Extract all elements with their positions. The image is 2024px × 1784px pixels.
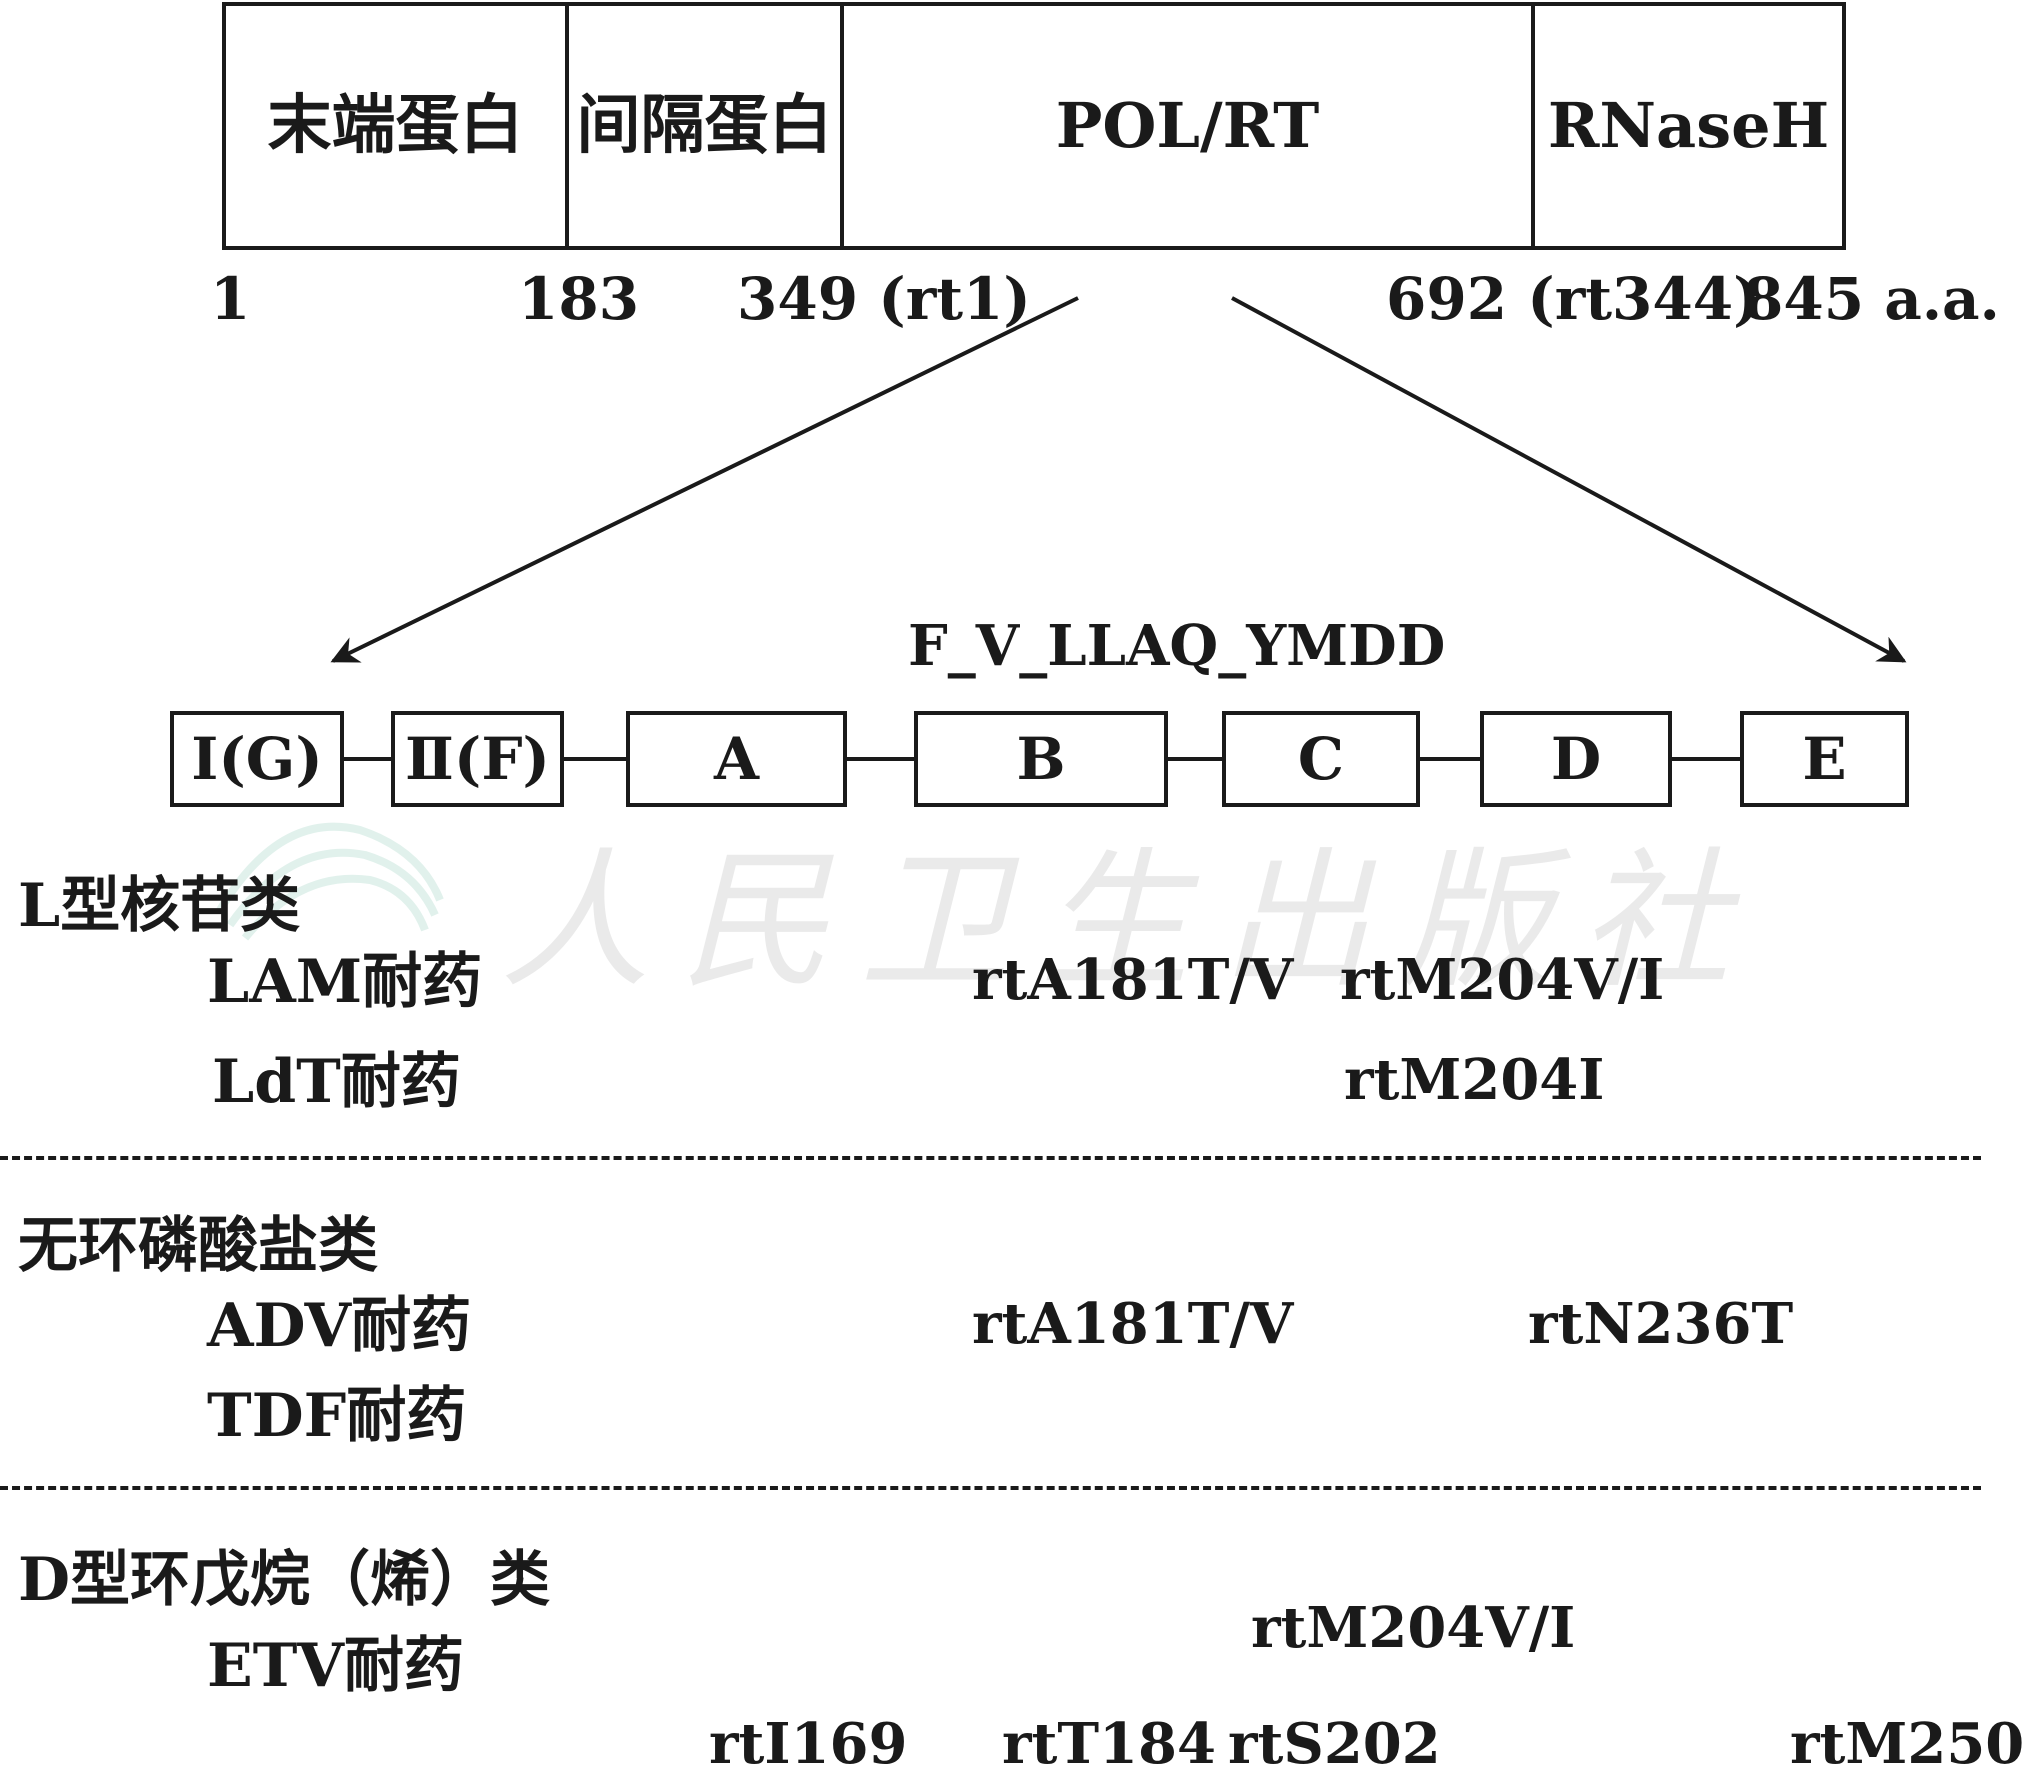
mutation-label: rtI169	[709, 1711, 908, 1777]
motif-connector	[1164, 757, 1226, 761]
motif-header: F_V_LLAQ_YMDD	[908, 613, 1446, 679]
motif-box-c: C	[1222, 711, 1420, 807]
motif-box-b: B	[914, 711, 1168, 807]
watermark-logo-icon	[216, 822, 444, 941]
motif-box-e: E	[1740, 711, 1909, 807]
section-divider	[0, 1486, 1981, 1490]
domain-rnaseh: RNaseH	[1531, 2, 1846, 250]
domain-spacer: 间隔蛋白	[565, 2, 844, 250]
mutation-label: rtA181T/V	[972, 947, 1294, 1013]
drug-label-lam: LAM耐药	[207, 947, 483, 1017]
motif-label: E	[1802, 725, 1847, 793]
position-label: 349 (rt1)	[737, 265, 1031, 333]
motif-connector	[1668, 757, 1744, 761]
mutation-label: rtA181T/V	[972, 1291, 1294, 1357]
position-label: 692 (rt344)	[1386, 265, 1761, 333]
section-divider	[0, 1156, 1981, 1160]
drug-label-adv: ADV耐药	[207, 1291, 472, 1361]
motif-box-ii: Ⅱ(F)	[391, 711, 564, 807]
motif-connector	[340, 757, 395, 761]
zoom-arrow-right	[1231, 296, 1907, 663]
group-title-acyclic: 无环磷酸盐类	[18, 1211, 378, 1281]
position-label: 183	[518, 265, 640, 333]
group-title-l-nucleoside: L型核苷类	[18, 871, 301, 941]
motif-connector	[560, 757, 630, 761]
domain-label: RNaseH	[1547, 89, 1830, 162]
zoom-arrows	[330, 296, 1907, 663]
position-label: 1	[210, 265, 251, 333]
mutation-label: rtT184	[1002, 1711, 1216, 1777]
mutation-label: rtS202	[1228, 1711, 1441, 1777]
mutation-label: rtM250	[1790, 1711, 2024, 1777]
mutation-label: rtN236T	[1528, 1291, 1794, 1357]
drug-label-tdf: TDF耐药	[207, 1381, 467, 1451]
position-label: 845 a.a.	[1743, 265, 2000, 333]
zoom-arrow-left	[330, 296, 1079, 663]
mutation-label: rtM204I	[1344, 1047, 1605, 1113]
motif-label: Ⅱ(F)	[405, 725, 550, 793]
drug-label-ldt: LdT耐药	[212, 1047, 461, 1117]
group-title-d-cyclopentane: D型环戊烷（烯）类	[18, 1545, 551, 1615]
motif-box-i: Ⅰ(G)	[170, 711, 344, 807]
mutation-label: rtM204V/I	[1251, 1595, 1576, 1661]
motif-label: B	[1016, 725, 1066, 793]
domain-pol-rt: POL/RT	[840, 2, 1535, 250]
domain-label: 末端蛋白	[267, 88, 524, 163]
motif-label: A	[713, 725, 759, 793]
mutation-label: rtM204V/I	[1340, 947, 1665, 1013]
domain-label: POL/RT	[1055, 89, 1320, 162]
drug-label-etv: ETV耐药	[207, 1631, 464, 1701]
motif-box-d: D	[1480, 711, 1672, 807]
motif-label: Ⅰ(G)	[191, 725, 323, 793]
motif-label: C	[1297, 725, 1345, 793]
motif-connector	[1416, 757, 1484, 761]
motif-connector	[843, 757, 918, 761]
domain-label: 间隔蛋白	[576, 88, 833, 163]
motif-label: D	[1550, 725, 1602, 793]
motif-box-a: A	[626, 711, 847, 807]
